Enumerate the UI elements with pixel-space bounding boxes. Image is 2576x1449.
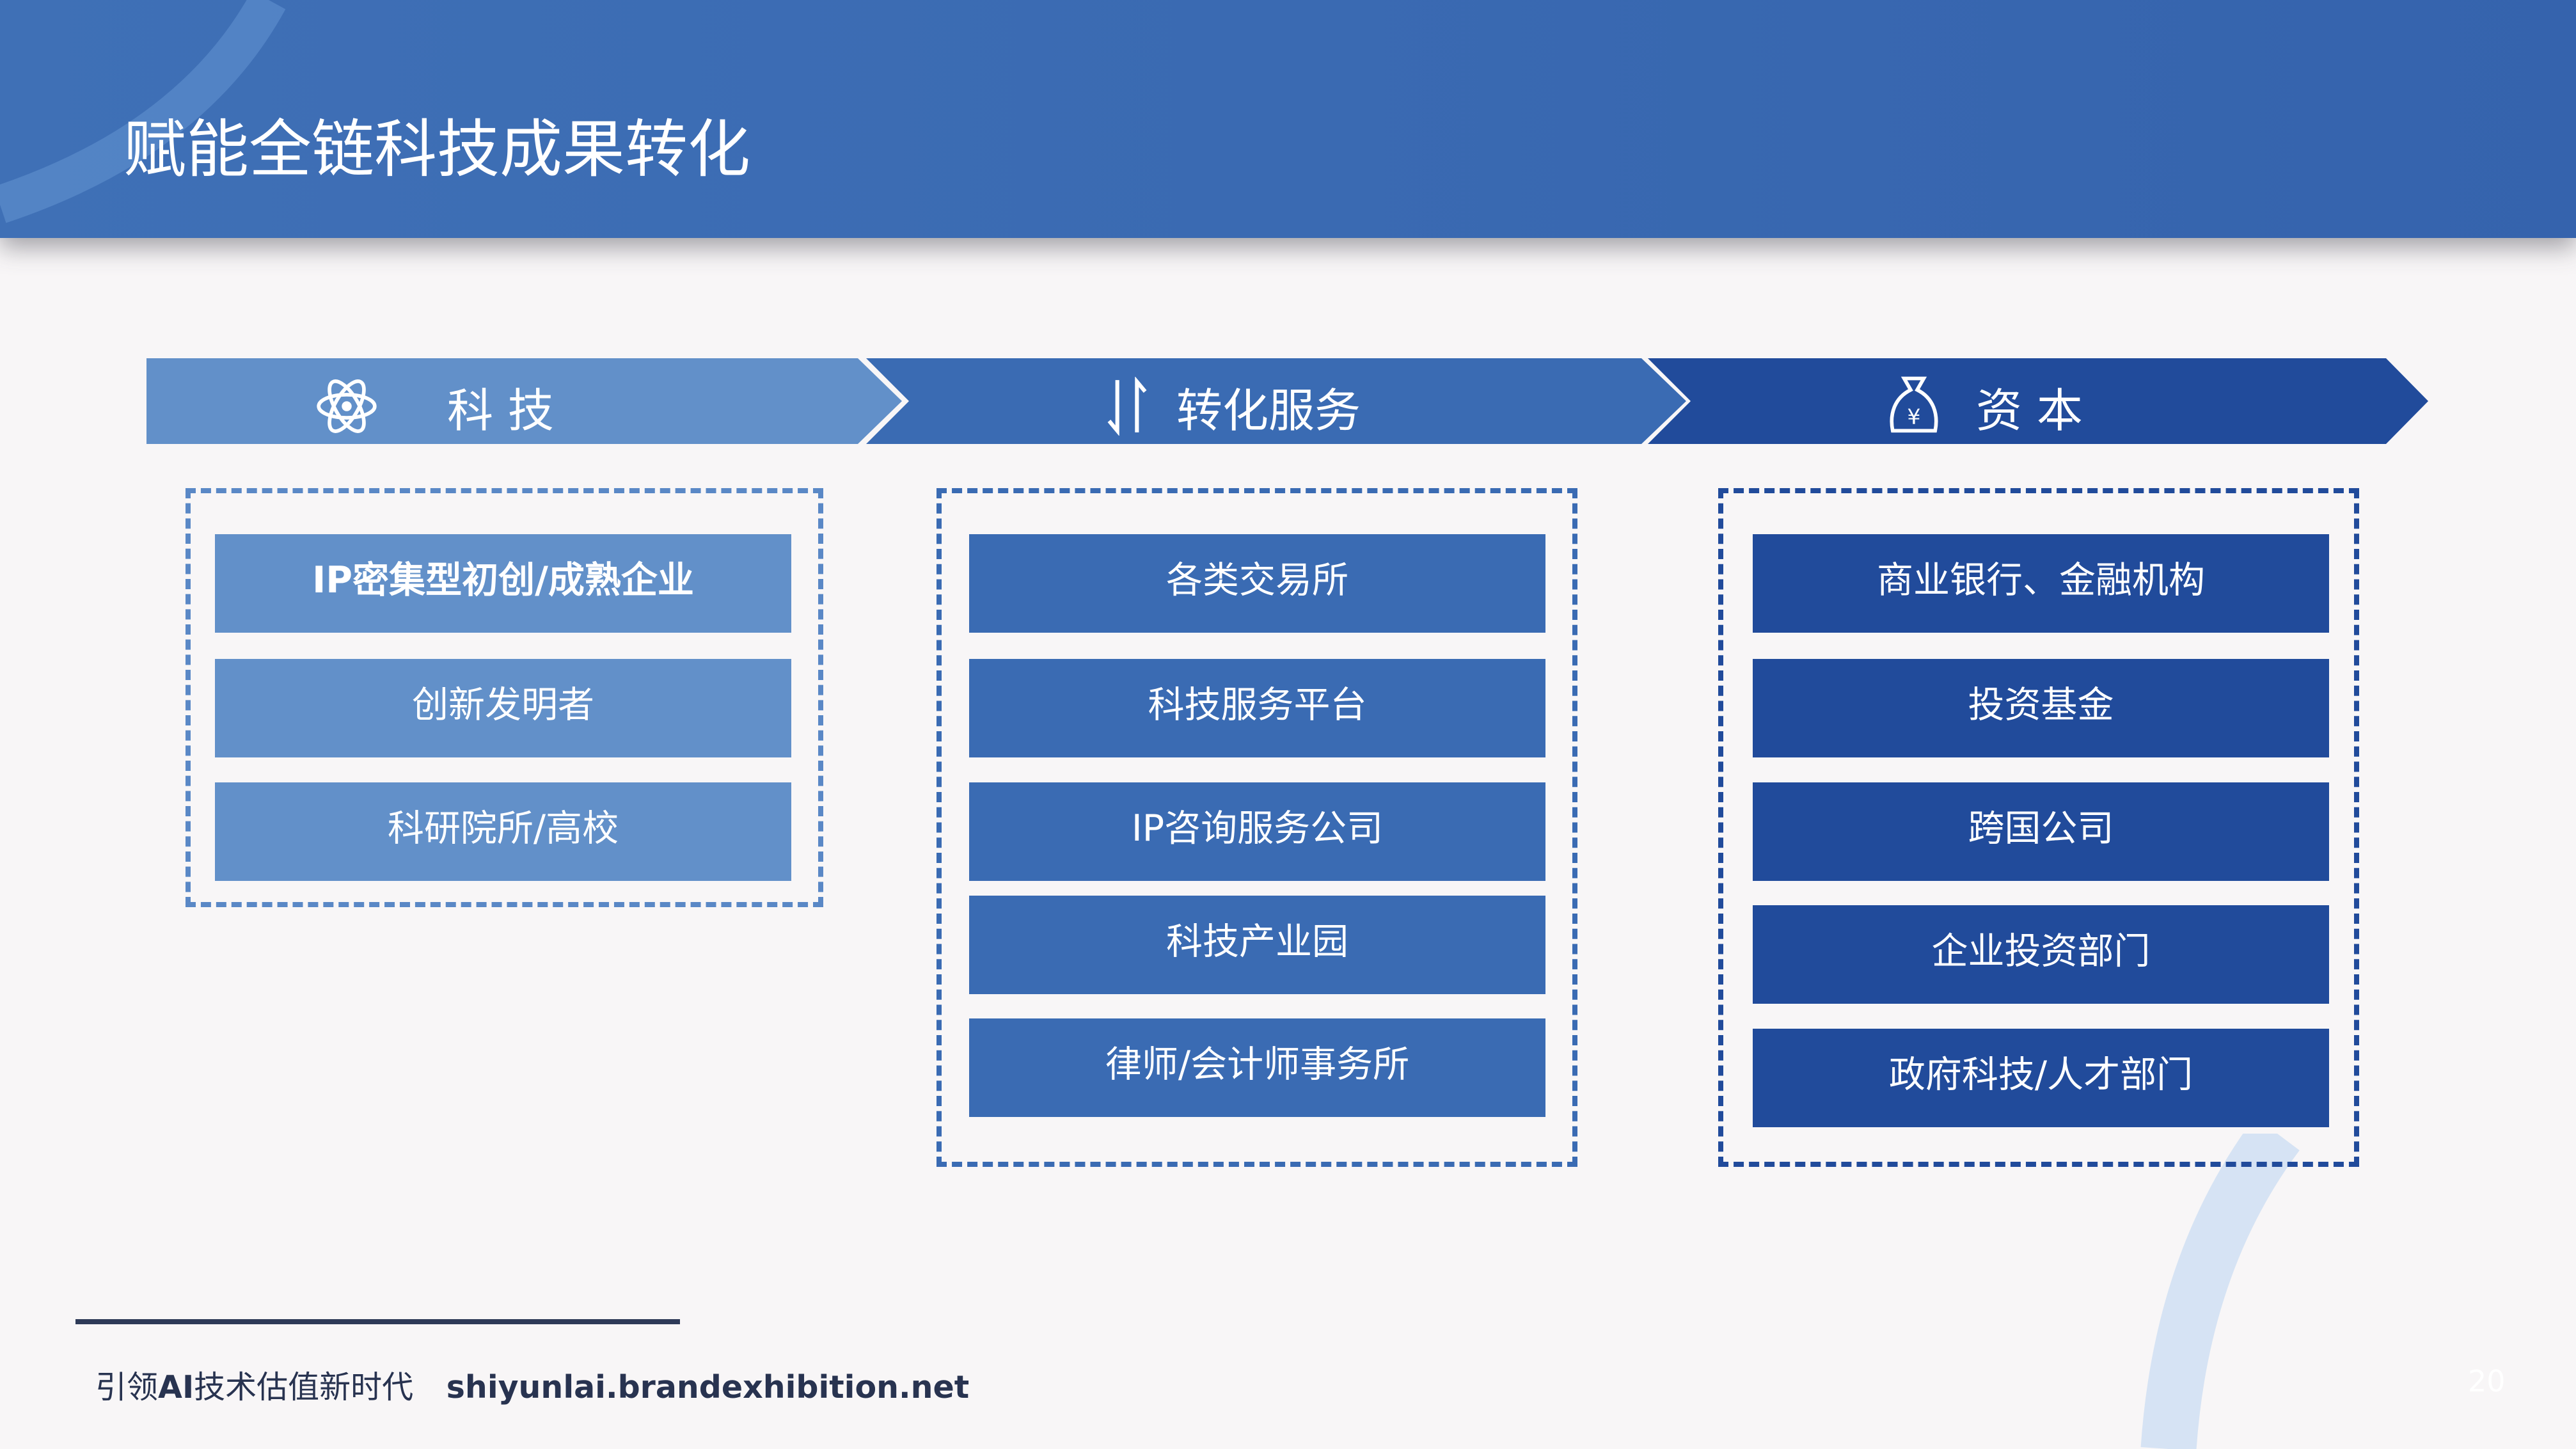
- service-item: 律师/会计师事务所: [969, 1018, 1545, 1117]
- stage-arrow-service: [866, 358, 1686, 444]
- tech-item: 科研院所/高校: [215, 782, 791, 881]
- footer-slogan-suffix: 技术估值新时代: [194, 1369, 414, 1405]
- header-decorative-arc: [0, 0, 286, 223]
- decorative-arc: [2140, 1134, 2300, 1449]
- footer-text: 引领AI技术估值新时代 shiyunlai.brandexhibition.ne…: [95, 1362, 969, 1407]
- service-group-box: [936, 488, 1577, 1167]
- stage-header-tech: 科 技: [315, 375, 554, 438]
- tech-item: 创新发明者: [215, 659, 791, 757]
- footer-slogan-prefix: 引领: [95, 1369, 159, 1405]
- service-item: 科技服务平台: [969, 659, 1545, 757]
- atom-icon: [317, 379, 377, 433]
- tech-item: IP密集型初创/成熟企业: [215, 534, 791, 633]
- service-item: IP咨询服务公司: [969, 782, 1545, 881]
- stage-label: 资 本: [1976, 383, 2083, 438]
- capital-item: 企业投资部门: [1753, 905, 2329, 1004]
- capital-item: 政府科技/人才部门: [1753, 1029, 2329, 1127]
- stage-label: 科 技: [447, 383, 554, 438]
- stage-header-capital: ¥ 资 本: [1885, 375, 2083, 438]
- header-bar: 赋能全链科技成果转化: [0, 0, 2576, 238]
- service-item: 各类交易所: [969, 534, 1545, 633]
- stage-label: 转化服务: [1176, 383, 1361, 438]
- tech-group-box: [186, 488, 823, 907]
- stage-header-service: 转化服务: [1104, 375, 1361, 438]
- footer-divider: [75, 1319, 680, 1324]
- capital-item: 商业银行、金融机构: [1753, 534, 2329, 633]
- capital-group-box: [1718, 488, 2359, 1167]
- svg-text:¥: ¥: [1907, 404, 1920, 429]
- footer-url: shiyunlai.brandexhibition.net: [446, 1369, 970, 1405]
- page-number: 20: [2468, 1364, 2506, 1398]
- footer-slogan-ai: AI: [158, 1369, 194, 1405]
- page-title: 赋能全链科技成果转化: [123, 113, 751, 186]
- money-bag-icon: ¥: [1890, 376, 1938, 433]
- exchange-arrows-icon: [1107, 377, 1147, 436]
- process-arrow-band: [146, 358, 2428, 444]
- capital-item: 跨国公司: [1753, 782, 2329, 881]
- service-item: 科技产业园: [969, 896, 1545, 994]
- stage-arrow-capital: [1648, 358, 2428, 444]
- capital-item: 投资基金: [1753, 659, 2329, 757]
